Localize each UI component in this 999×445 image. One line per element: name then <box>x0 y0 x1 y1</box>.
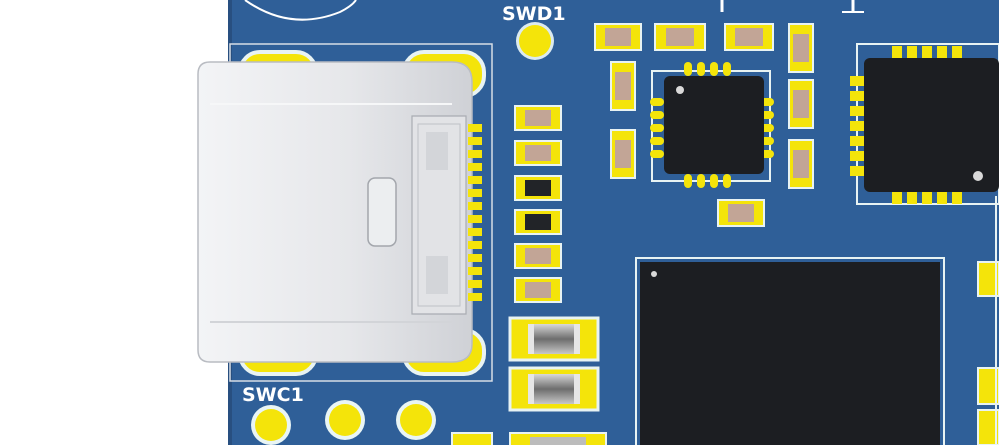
swd-label: SWD1 <box>502 3 566 25</box>
qfn-chip <box>650 62 774 188</box>
test-point-pad <box>329 404 361 436</box>
usb-slot <box>367 177 397 247</box>
usb-c-connector <box>197 61 473 363</box>
qfn-chip-right <box>850 43 999 205</box>
resistor-vertical <box>610 23 814 189</box>
resistor-horizontal <box>717 199 765 227</box>
capacitor-large <box>508 316 600 362</box>
mounting-hole-outline <box>244 0 357 21</box>
test-point-pad <box>400 404 432 436</box>
usb-signal-pins <box>468 124 482 301</box>
resistor-column <box>514 105 562 303</box>
partial-pad <box>451 432 493 445</box>
swc-label: SWC1 <box>242 384 304 406</box>
capacitor-large <box>508 366 600 412</box>
swd-test-point-pad <box>519 25 551 57</box>
right-edge-pads <box>977 196 999 445</box>
swc-test-point-pad <box>255 409 287 441</box>
large-ic <box>635 257 945 445</box>
partial-pad-body <box>530 437 586 445</box>
resistor-row-top <box>594 23 774 51</box>
